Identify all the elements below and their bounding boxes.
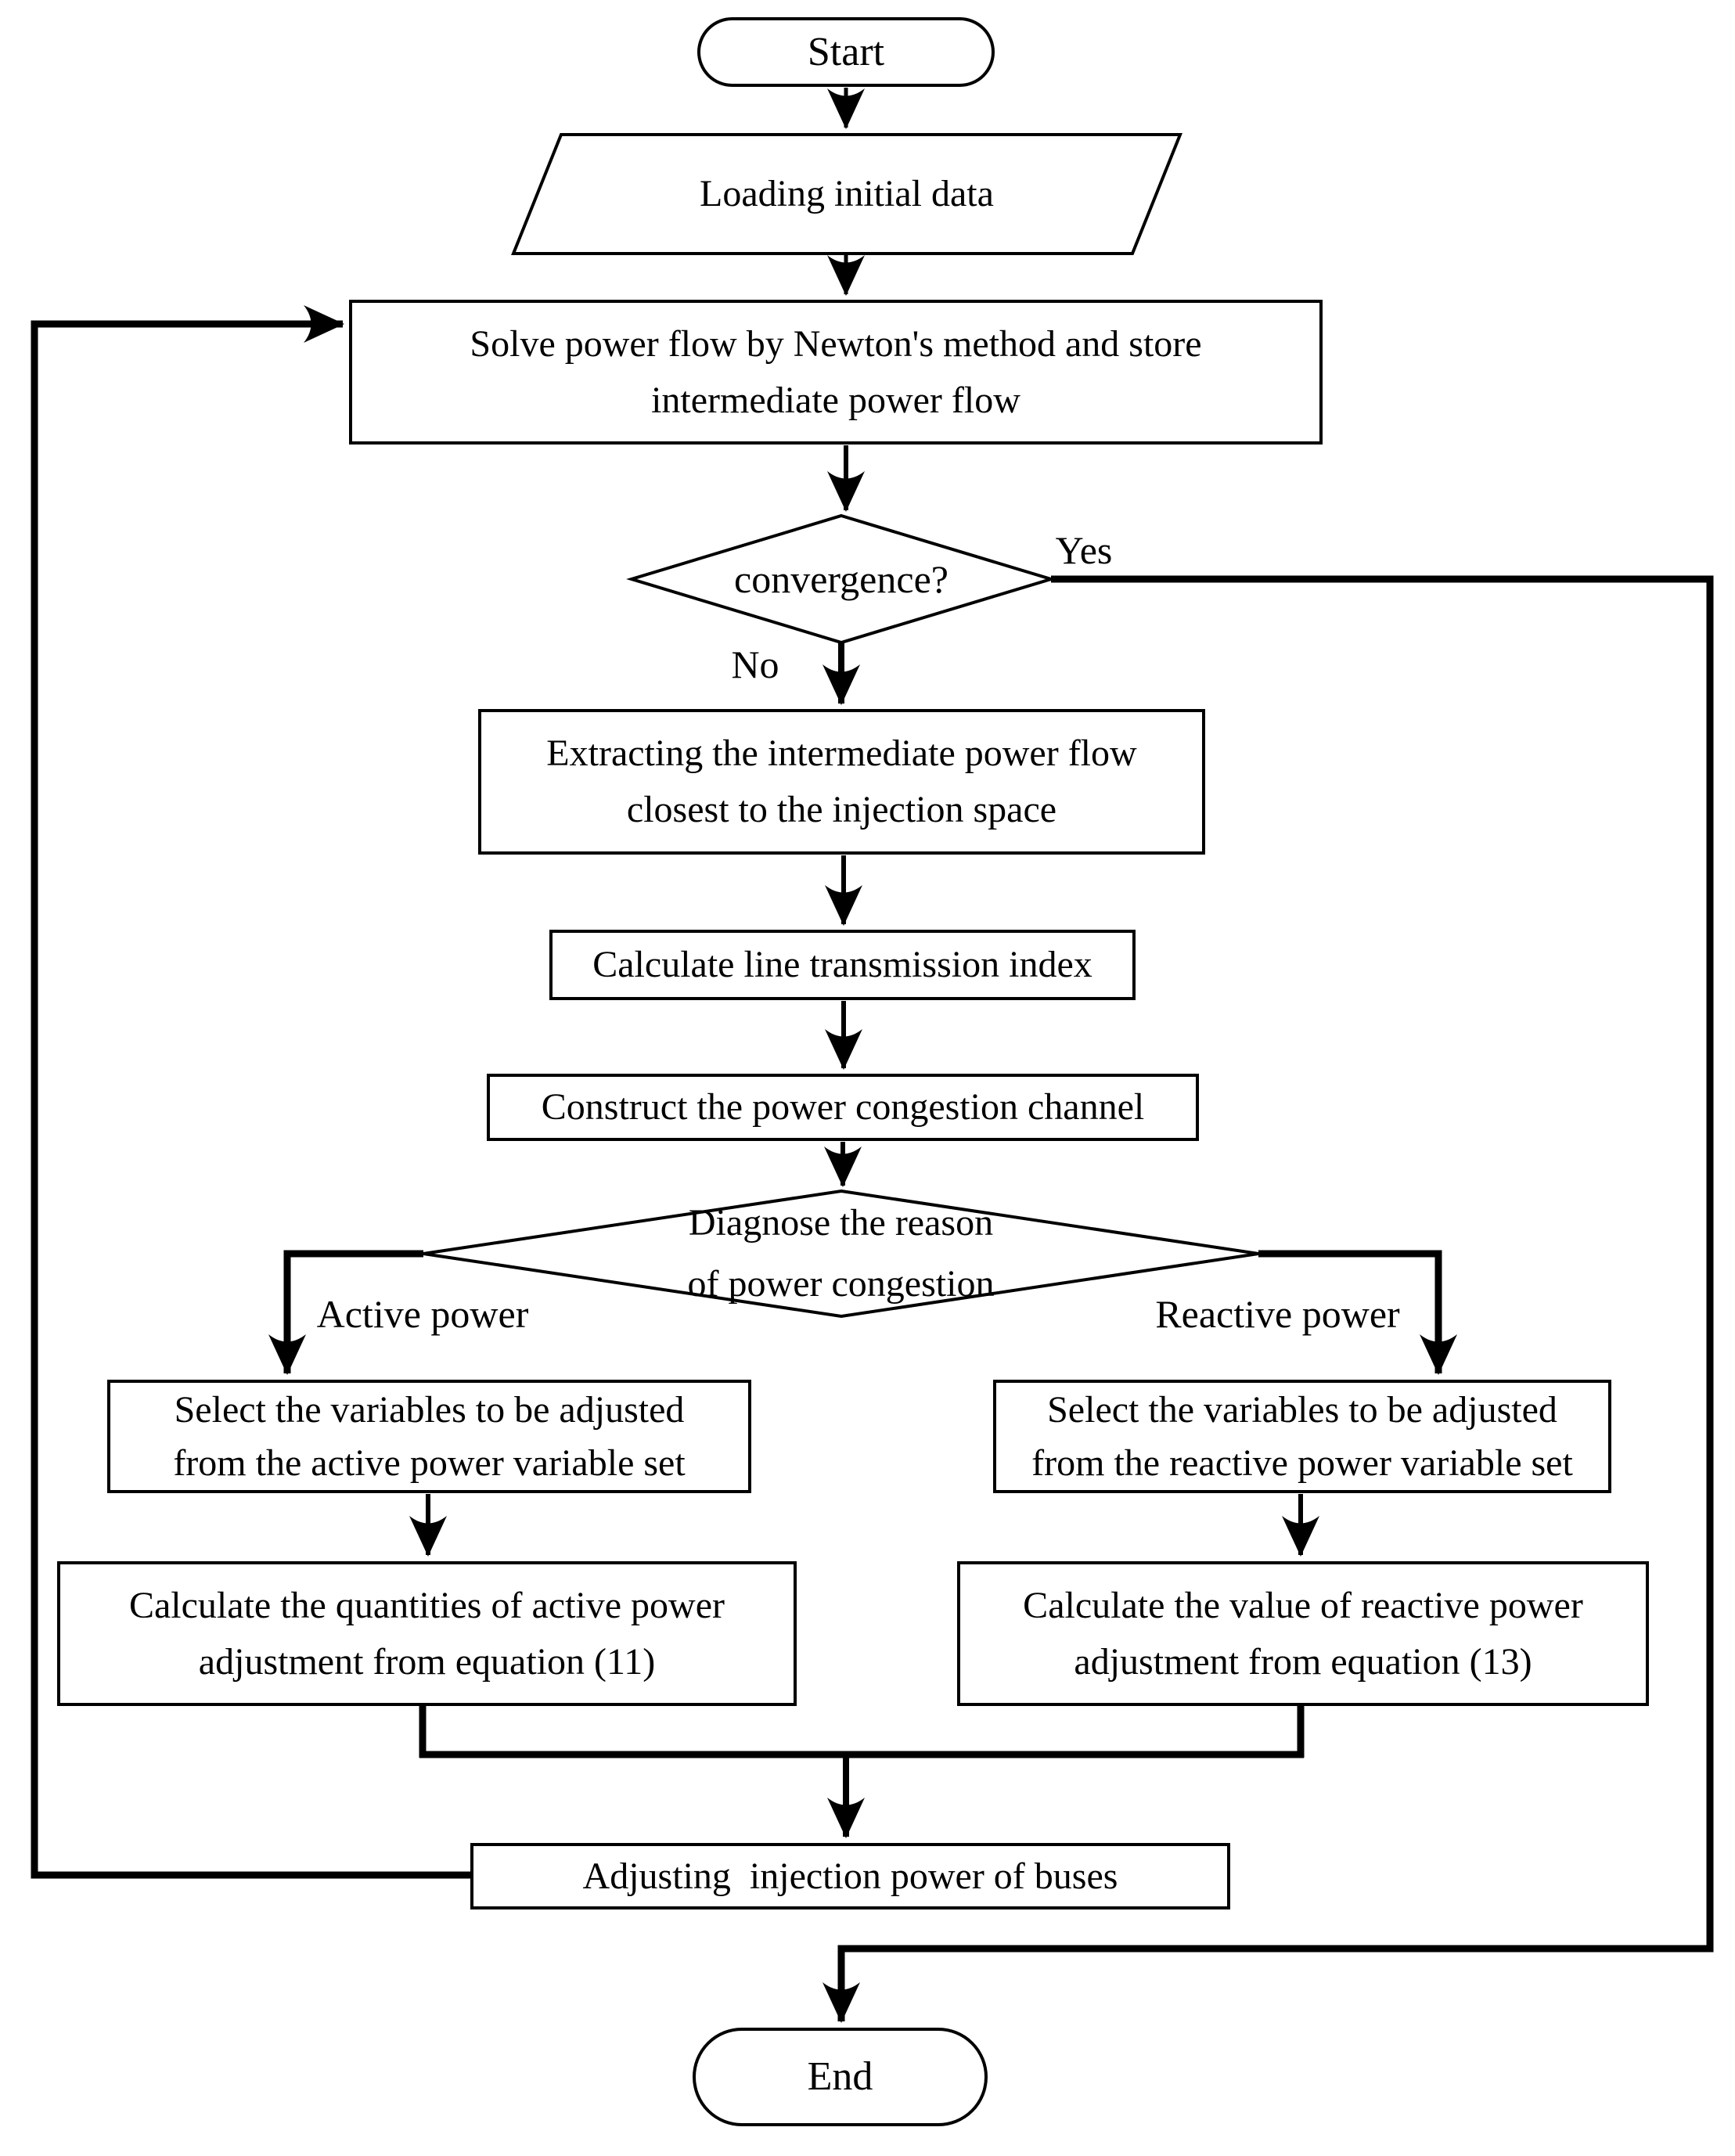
calc-index-label: Calculate line transmission index bbox=[592, 944, 1092, 985]
convergence-label-text: convergence? bbox=[734, 557, 948, 601]
edge-label-active-power: Active power bbox=[305, 1290, 540, 1338]
diagnose-line-2: of power congestion bbox=[687, 1263, 995, 1305]
calc-reactive-line-2: adjustment from equation (13) bbox=[1074, 1640, 1532, 1683]
construct-label: Construct the power congestion channel bbox=[541, 1086, 1145, 1128]
node-calc-active-adjustment: Calculate the quantities of active power… bbox=[57, 1561, 797, 1706]
select-reactive-line-2: from the reactive power variable set bbox=[1031, 1442, 1573, 1484]
node-adjusting-injection-power: Adjusting injection power of buses bbox=[470, 1843, 1230, 1909]
node-loading-initial-data-label: Loading initial data bbox=[513, 135, 1180, 254]
node-end: End bbox=[693, 2028, 988, 2126]
loading-parallelogram-shape bbox=[511, 133, 1182, 255]
loading-label-text: Loading initial data bbox=[700, 173, 994, 214]
node-select-active-variables: Select the variables to be adjusted from… bbox=[107, 1380, 751, 1493]
solve-line-1: Solve power flow by Newton's method and … bbox=[470, 322, 1202, 365]
extract-line-1: Extracting the intermediate power flow bbox=[546, 732, 1137, 774]
edge-label-no: No bbox=[704, 640, 806, 689]
diagnose-line-1: Diagnose the reason bbox=[688, 1202, 994, 1244]
edge-loop-adjust-to-solve bbox=[31, 305, 470, 1879]
yes-label-text: Yes bbox=[1055, 528, 1113, 572]
calc-reactive-line-1: Calculate the value of reactive power bbox=[1023, 1584, 1583, 1626]
node-select-reactive-variables: Select the variables to be adjusted from… bbox=[993, 1380, 1611, 1493]
node-calc-reactive-adjustment: Calculate the value of reactive power ad… bbox=[957, 1561, 1649, 1706]
edge-label-yes: Yes bbox=[1017, 526, 1150, 574]
select-reactive-line-1: Select the variables to be adjusted bbox=[1047, 1388, 1557, 1431]
convergence-diamond-shape bbox=[626, 513, 1056, 645]
node-extracting-power-flow: Extracting the intermediate power flow c… bbox=[478, 709, 1205, 855]
select-active-line-2: from the active power variable set bbox=[173, 1442, 686, 1484]
edge-diagnose-to-select-active bbox=[268, 1250, 423, 1375]
node-convergence-label: convergence? bbox=[632, 516, 1051, 642]
no-label-text: No bbox=[731, 642, 779, 686]
node-solve-power-flow: Solve power flow by Newton's method and … bbox=[349, 300, 1323, 445]
adjust-label: Adjusting injection power of buses bbox=[582, 1855, 1118, 1897]
edge-merge-calc-branches bbox=[419, 1706, 1305, 1758]
active-power-label-text: Active power bbox=[316, 1292, 529, 1336]
node-start-label: Start bbox=[807, 29, 885, 74]
edge-diagnose-to-select-reactive bbox=[1258, 1250, 1457, 1375]
node-end-label: End bbox=[807, 2054, 873, 2099]
extract-line-2: closest to the injection space bbox=[626, 789, 1057, 830]
select-active-line-1: Select the variables to be adjusted bbox=[174, 1388, 685, 1431]
node-construct-congestion-channel: Construct the power congestion channel bbox=[487, 1074, 1199, 1141]
calc-active-line-1: Calculate the quantities of active power bbox=[128, 1584, 725, 1626]
solve-line-2: intermediate power flow bbox=[651, 379, 1020, 421]
edge-yes-convergence-to-end bbox=[823, 575, 1714, 2023]
diagnose-diamond-shape bbox=[423, 1189, 1259, 1319]
reactive-power-label-text: Reactive power bbox=[1155, 1292, 1400, 1336]
node-calculate-line-transmission-index: Calculate line transmission index bbox=[549, 930, 1136, 1000]
node-start: Start bbox=[697, 17, 995, 87]
edge-label-reactive-power: Reactive power bbox=[1135, 1290, 1420, 1338]
calc-active-line-2: adjustment from equation (11) bbox=[198, 1640, 656, 1683]
node-diagnose-label: Diagnose the reason of power congestion bbox=[423, 1191, 1258, 1316]
